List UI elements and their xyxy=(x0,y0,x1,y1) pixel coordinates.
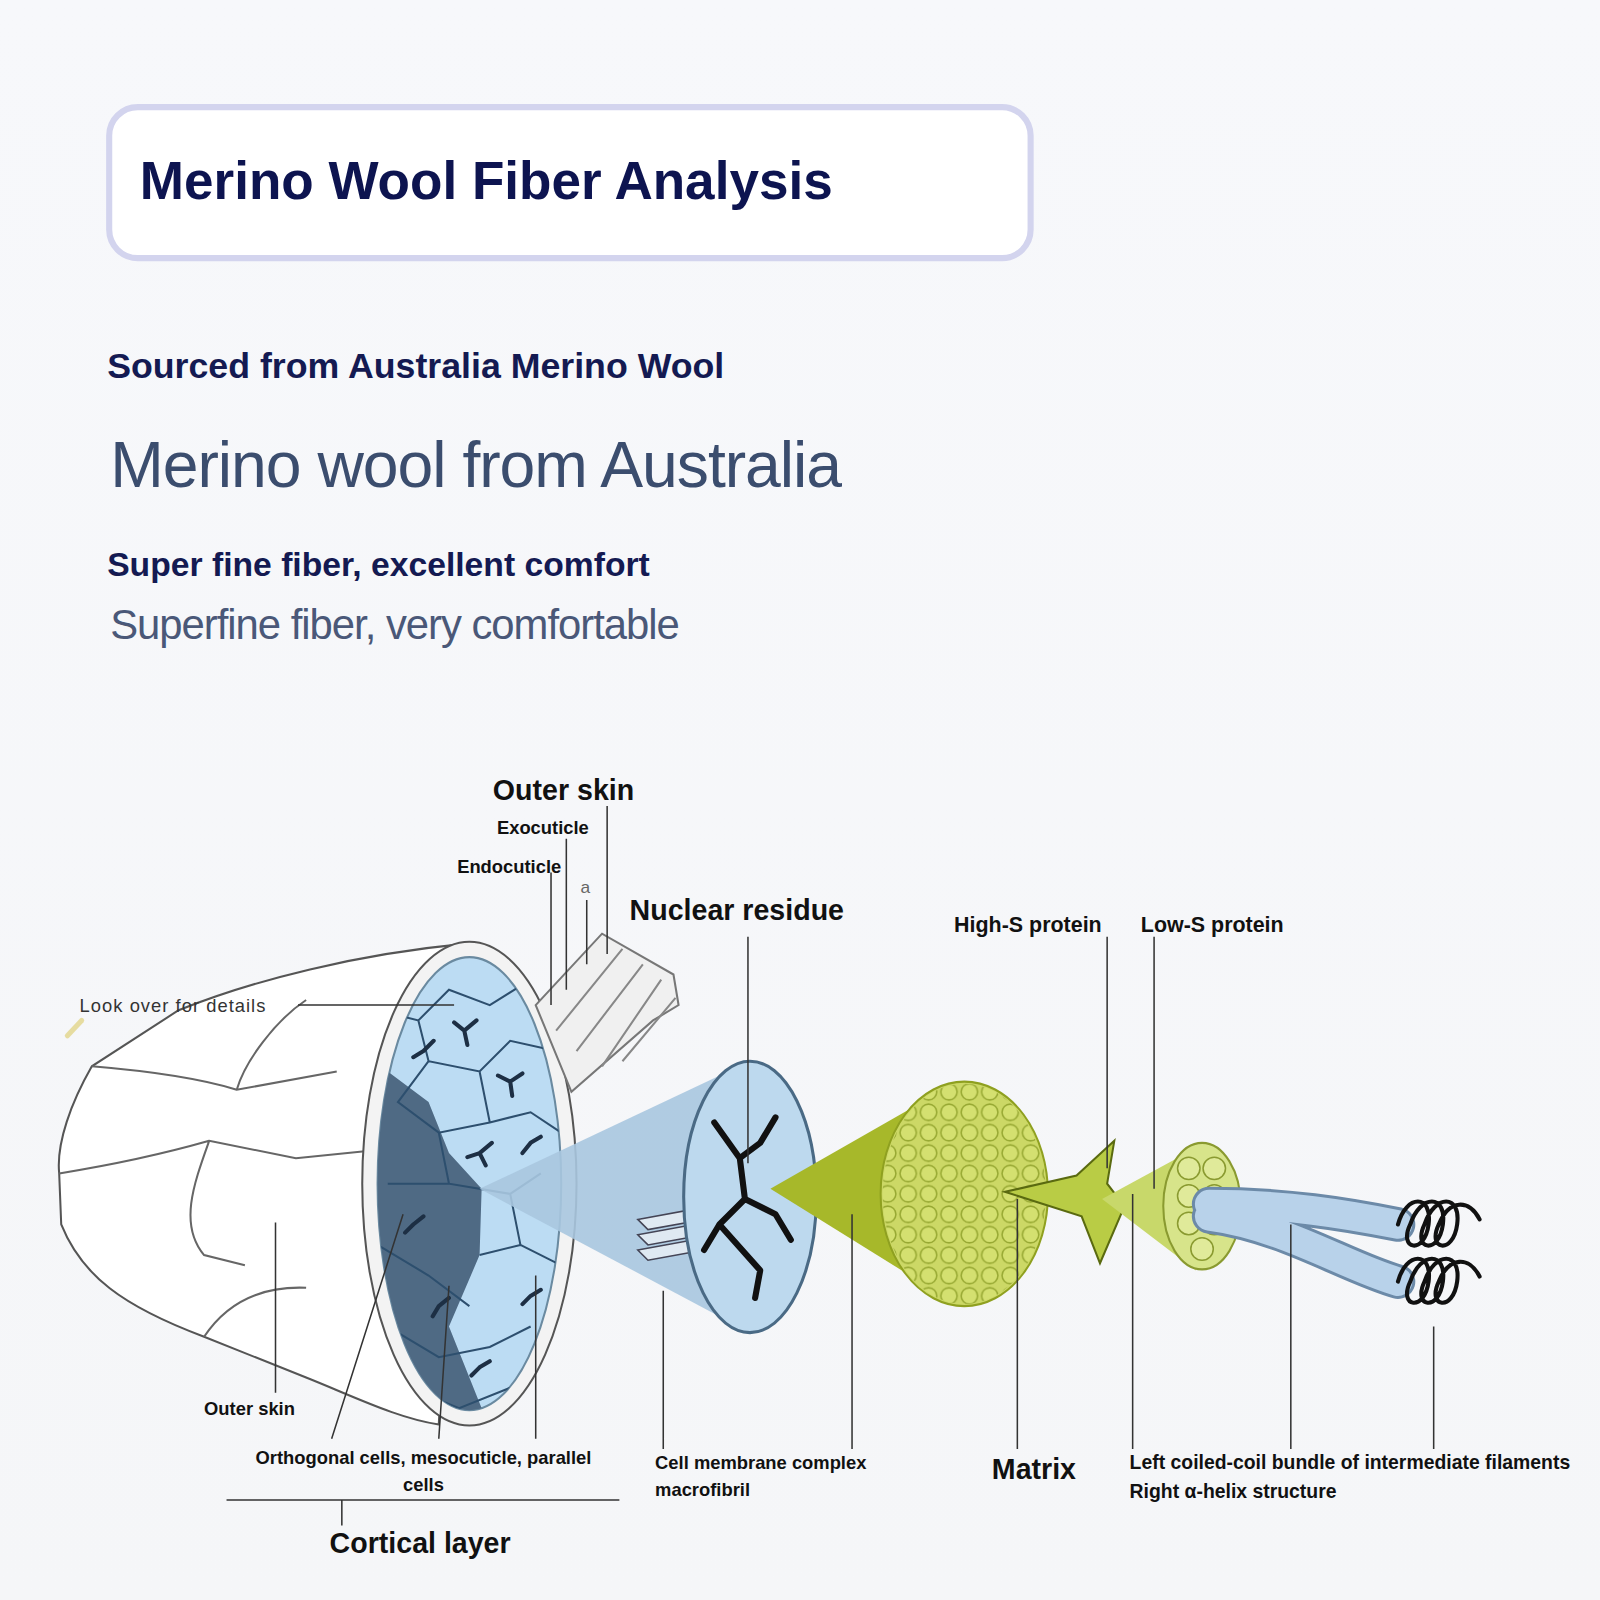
part-label: High-S protein xyxy=(954,911,1102,937)
part-label: Outer skin xyxy=(493,773,634,808)
leader-lines xyxy=(227,806,1434,1525)
part-label: Low-S protein xyxy=(1141,911,1284,937)
cuticle-layers xyxy=(536,934,679,1092)
part-label: a xyxy=(581,878,591,898)
part-label: Outer skin xyxy=(204,1398,295,1420)
subtitle: Super fine fiber, excellent comfort xyxy=(107,544,650,585)
part-label: Endocuticle xyxy=(457,856,561,878)
part-label: Exocuticle xyxy=(497,816,589,838)
part-label: Nuclear residue xyxy=(630,894,844,929)
subtitle-large: Merino wool from Australia xyxy=(110,426,841,504)
part-label: Matrix xyxy=(992,1452,1076,1487)
note-label: Look over for details xyxy=(80,995,267,1017)
ortho-region xyxy=(337,1071,490,1428)
subtitle-large: Superfine fiber, very comfortable xyxy=(110,600,679,650)
scale-edges xyxy=(59,1000,367,1337)
part-label: Left coiled-coil bundle of intermediate … xyxy=(1130,1449,1589,1506)
title-text: Merino Wool Fiber Analysis xyxy=(140,149,833,212)
alpha-helix-coil xyxy=(1398,1202,1480,1303)
title-frame xyxy=(109,107,1030,258)
filament-tube xyxy=(1209,1204,1398,1282)
filament-outline xyxy=(1209,1204,1398,1282)
part-label: Cortical layer xyxy=(330,1527,511,1562)
part-label: Orthogonal cells, mesocuticle, parallel … xyxy=(250,1445,597,1498)
part-label: Cell membrane complex macrofibril xyxy=(655,1450,910,1503)
subtitle: Sourced from Australia Merino Wool xyxy=(107,344,724,387)
yellow-mark xyxy=(67,1020,81,1035)
cuticle-lines xyxy=(556,949,675,1066)
